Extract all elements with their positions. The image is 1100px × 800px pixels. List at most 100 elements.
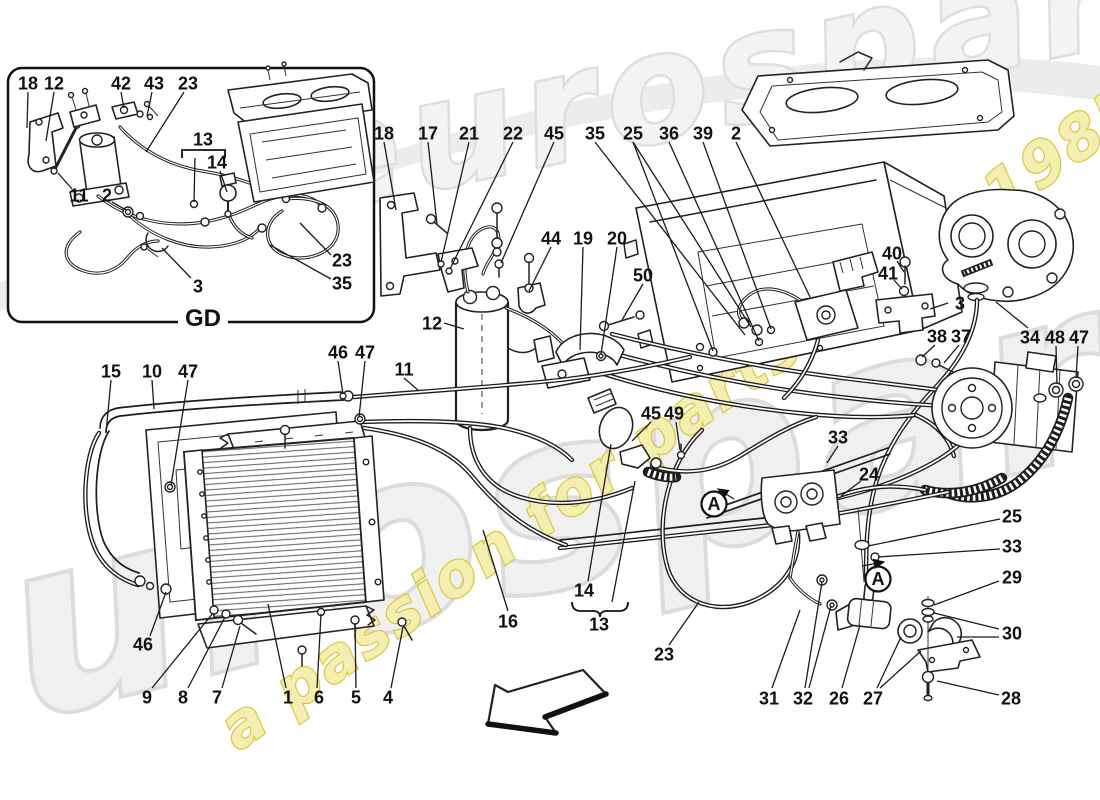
svg-text:23: 23 — [178, 74, 198, 94]
direction-arrow — [485, 668, 609, 736]
callout-11: 11 — [57, 172, 89, 206]
svg-text:24: 24 — [859, 465, 879, 485]
svg-text:4: 4 — [383, 688, 393, 708]
callout-46: 46 — [133, 591, 167, 655]
svg-text:47: 47 — [178, 362, 198, 382]
callout-12: 12 — [44, 74, 64, 142]
svg-text:32: 32 — [793, 689, 813, 709]
svg-text:49: 49 — [664, 404, 684, 424]
assembly-bracket — [571, 601, 629, 618]
svg-text:33: 33 — [1002, 537, 1022, 557]
callout-50: 50 — [621, 266, 653, 321]
svg-text:39: 39 — [693, 124, 713, 144]
inset-detail-box: GD — [6, 61, 376, 332]
callout-28: 28 — [936, 680, 1021, 709]
callout-33: 33 — [877, 537, 1022, 558]
svg-text:A: A — [872, 569, 885, 589]
svg-text:8: 8 — [178, 688, 188, 708]
callout-40: 40 — [882, 244, 905, 273]
svg-text:3: 3 — [193, 277, 203, 297]
callout-45: 45 — [500, 124, 564, 264]
callout-6: 6 — [314, 613, 324, 708]
svg-text:20: 20 — [607, 229, 627, 249]
aux-valve-assembly — [788, 574, 981, 702]
callout-46: 46 — [328, 343, 348, 395]
svg-text:5: 5 — [351, 688, 361, 708]
svg-text:12: 12 — [422, 314, 442, 334]
svg-text:50: 50 — [633, 266, 653, 286]
svg-text:18: 18 — [18, 74, 38, 94]
artwork-layer — [83, 51, 1084, 736]
svg-text:35: 35 — [332, 274, 352, 294]
inset-view-label: GD — [185, 305, 221, 332]
svg-text:41: 41 — [878, 264, 898, 284]
svg-text:14: 14 — [574, 581, 594, 601]
svg-text:47: 47 — [355, 343, 375, 363]
svg-text:18: 18 — [374, 124, 394, 144]
callout-23: 23 — [654, 601, 700, 665]
callout-8: 8 — [178, 616, 226, 708]
callout-24: 24 — [840, 465, 879, 497]
callout-37: 37 — [943, 327, 971, 364]
svg-text:2: 2 — [102, 186, 112, 206]
svg-text:11: 11 — [69, 186, 88, 206]
svg-text:34: 34 — [1020, 328, 1040, 348]
water-pump — [938, 188, 1074, 302]
inset-artwork — [27, 61, 375, 275]
callout-27: 27 — [863, 636, 922, 709]
center-hoses — [359, 414, 819, 548]
callout-12: 12 — [422, 314, 465, 334]
svg-text:16: 16 — [498, 612, 518, 632]
callout-18: 18 — [18, 74, 38, 129]
callout-10: 10 — [142, 362, 162, 410]
svg-text:43: 43 — [144, 74, 164, 94]
svg-text:6: 6 — [314, 688, 324, 708]
callout-3: 3 — [161, 247, 203, 297]
svg-text:21: 21 — [459, 124, 479, 144]
callout-38: 38 — [921, 327, 947, 358]
svg-text:29: 29 — [1002, 568, 1022, 588]
callout-23: 23 — [299, 222, 352, 271]
callout-3: 3 — [929, 294, 965, 314]
svg-text:40: 40 — [882, 244, 902, 264]
callout-44: 44 — [528, 229, 561, 292]
svg-text:31: 31 — [759, 689, 779, 709]
svg-text:48: 48 — [1045, 328, 1065, 348]
svg-text:14: 14 — [207, 153, 227, 173]
svg-text:33: 33 — [828, 428, 848, 448]
callout-9: 9 — [142, 612, 214, 708]
svg-text:25: 25 — [623, 124, 643, 144]
callout-22: 22 — [449, 124, 523, 270]
view-marker-A: A — [700, 488, 735, 518]
drier-brackets — [379, 192, 546, 314]
svg-text:13: 13 — [193, 130, 213, 150]
bracket-3 — [875, 256, 956, 374]
svg-text:3: 3 — [955, 294, 965, 314]
svg-text:36: 36 — [659, 124, 679, 144]
callout-1: 1 — [267, 603, 293, 708]
callout-47: 47 — [355, 343, 375, 418]
svg-text:23: 23 — [654, 645, 674, 665]
svg-text:47: 47 — [1069, 328, 1089, 348]
svg-text:A: A — [708, 494, 721, 514]
svg-text:11: 11 — [394, 360, 413, 380]
callout-45: 45 — [631, 404, 661, 442]
intake-manifold — [741, 51, 1015, 147]
svg-text:13: 13 — [589, 615, 609, 635]
condenser-pipes — [83, 354, 693, 595]
svg-text:30: 30 — [1002, 624, 1022, 644]
callout-18: 18 — [374, 124, 397, 211]
callout-20: 20 — [600, 229, 627, 355]
callout-7: 7 — [212, 625, 241, 708]
callout-33: 33 — [826, 428, 848, 464]
callout-5: 5 — [351, 623, 361, 708]
svg-text:45: 45 — [641, 404, 661, 424]
heater-valve — [695, 251, 879, 401]
view-marker-A: A — [861, 558, 892, 593]
callout-25: 25 — [623, 124, 752, 352]
callout-19: 19 — [573, 229, 593, 351]
callout-34: 34 — [995, 301, 1040, 348]
callout-13: 13 — [589, 480, 636, 635]
